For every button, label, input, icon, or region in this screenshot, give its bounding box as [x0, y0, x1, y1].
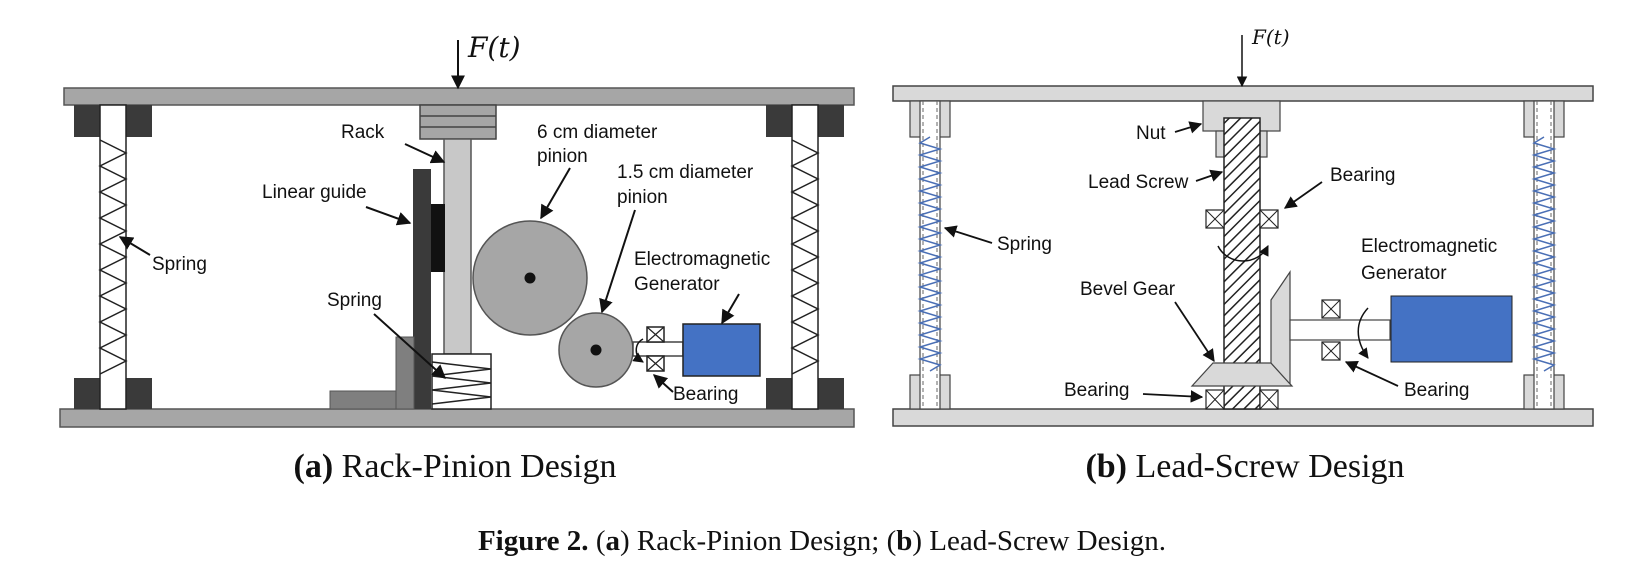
force-label-b: F(t) [1251, 25, 1290, 49]
right-spring-b [1531, 136, 1557, 372]
bearing-icon [646, 326, 665, 372]
bearing-icon [1205, 209, 1279, 229]
label-bevel-gear: Bevel Gear [1080, 279, 1176, 300]
label-nut: Nut [1136, 123, 1166, 144]
generator-a [682, 323, 761, 377]
generator-b [1390, 295, 1513, 363]
subcaption-b: (b) Lead-Screw Design [1085, 448, 1404, 485]
linear-guide-slider [431, 204, 445, 272]
panel-a-rack-pinion: F(t) [59, 31, 855, 485]
rack-cap [419, 104, 497, 140]
right-spring [790, 139, 820, 375]
left-spring [98, 139, 128, 375]
label-small-pinion-2: pinion [617, 187, 668, 208]
label-bearing-bottom: Bearing [1064, 380, 1130, 401]
label-bearing-a: Bearing [673, 384, 739, 405]
label-generator-b-2: Generator [1361, 263, 1447, 284]
label-small-pinion-1: 1.5 cm diameter [617, 162, 754, 183]
base-block-low [329, 390, 401, 410]
rotation-arrow-b-screw [1217, 245, 1269, 262]
rack-column [443, 138, 472, 355]
label-spring-left: Spring [152, 254, 207, 275]
label-linear-guide: Linear guide [262, 182, 367, 203]
bearing-icon [1205, 389, 1279, 410]
label-large-pinion-2: pinion [537, 146, 588, 167]
bearing-icon [1321, 299, 1341, 361]
bevel-gear-vertical [1270, 270, 1291, 386]
top-plate-b [892, 85, 1594, 102]
label-generator-b-1: Electromagnetic [1361, 236, 1497, 257]
label-spring-inner: Spring [327, 290, 382, 311]
subcaption-a: (a) Rack-Pinion Design [294, 448, 617, 485]
label-rack: Rack [341, 122, 385, 143]
label-lead-screw: Lead Screw [1088, 172, 1189, 193]
generator-shaft-b [1289, 319, 1391, 341]
bottom-plate [59, 408, 855, 428]
label-spring-b: Spring [997, 234, 1052, 255]
linear-guide [413, 169, 431, 409]
label-bearing-right: Bearing [1404, 380, 1470, 401]
label-large-pinion-1: 6 cm diameter [537, 122, 658, 143]
top-plate [63, 87, 855, 106]
bevel-gear-horizontal [1190, 362, 1294, 387]
figure-caption: Figure 2. (a) Rack-Pinion Design; (b) Le… [478, 525, 1166, 557]
force-label-a: F(t) [467, 31, 521, 64]
label-bearing-top: Bearing [1330, 165, 1396, 186]
inner-spring [431, 361, 492, 405]
rotation-arrow-a [632, 338, 644, 363]
generator-shaft-a [632, 341, 684, 357]
bottom-plate-b [892, 408, 1594, 427]
base-block-high [395, 336, 415, 410]
label-generator-a-2: Generator [634, 274, 720, 295]
rotation-arrow-b-shaft [1357, 307, 1369, 359]
label-generator-a-1: Electromagnetic [634, 249, 770, 270]
lead-screw [1223, 117, 1261, 410]
panel-b-lead-screw: F(t) [892, 25, 1594, 485]
left-spring-b [917, 136, 943, 372]
